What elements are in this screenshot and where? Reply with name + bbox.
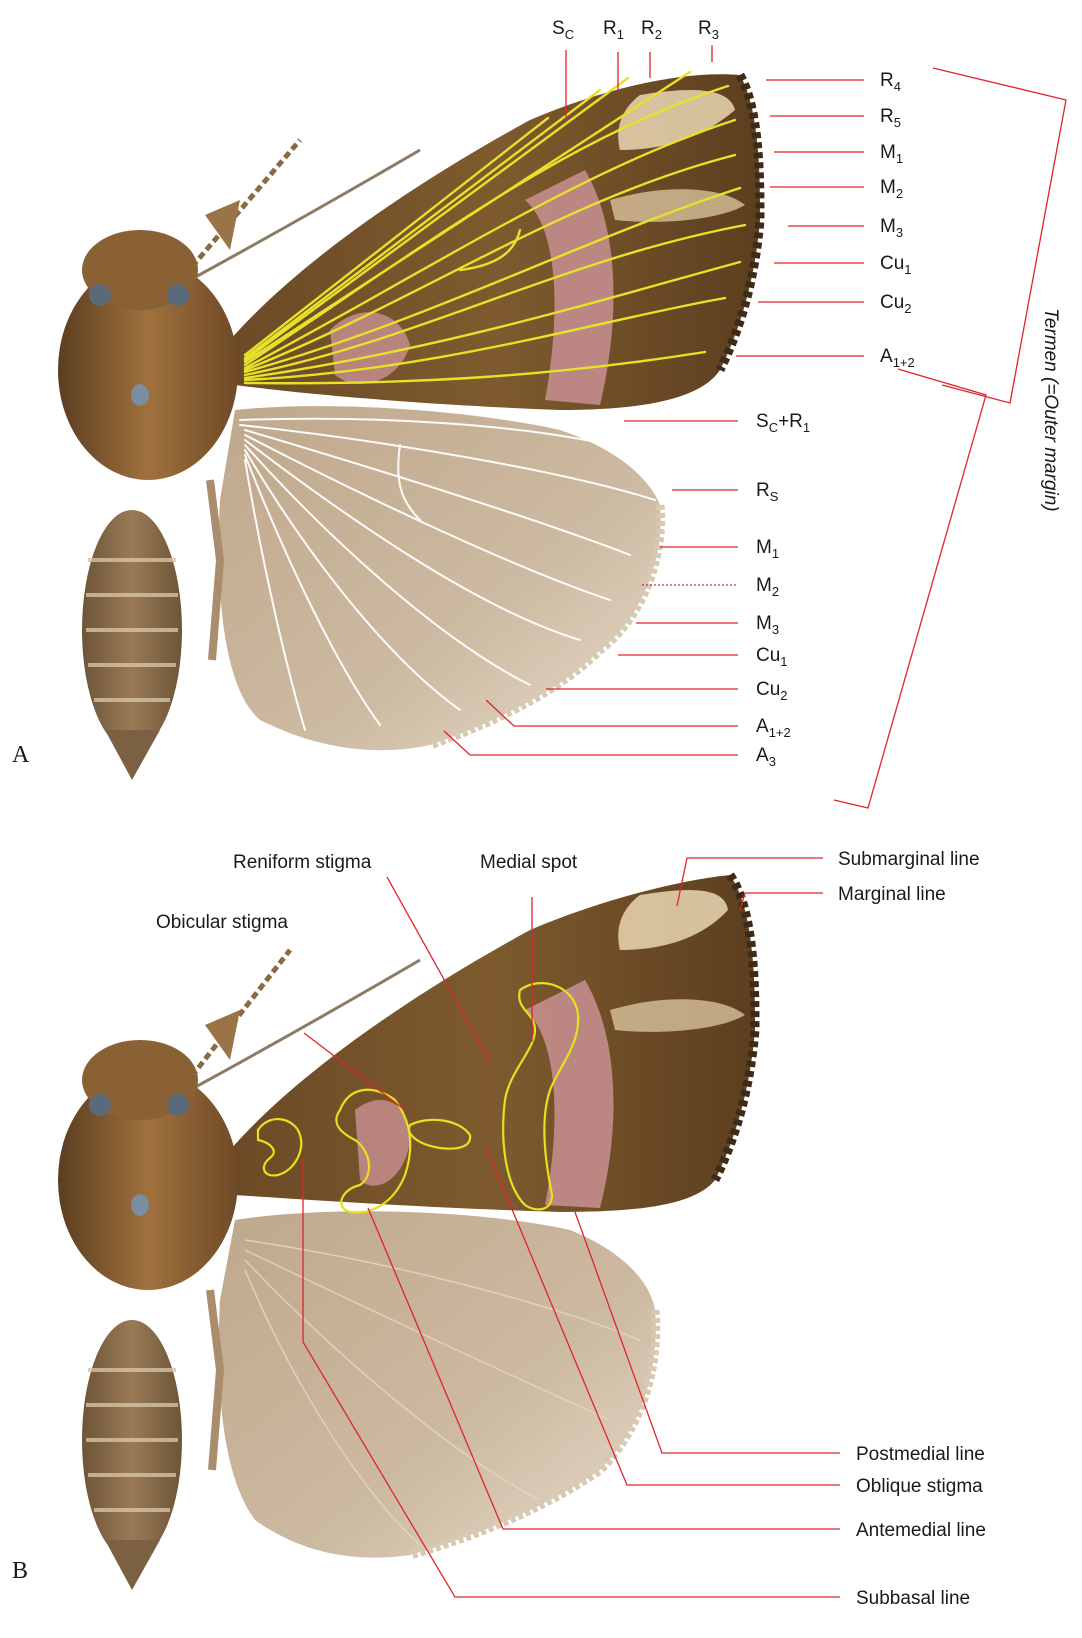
hindwing [219, 1211, 656, 1557]
vein-label-hw-cu2: Cu2 [756, 679, 788, 703]
vein-label-hw-cu1: Cu1 [756, 645, 788, 669]
vein-label-r4: R4 [880, 70, 901, 94]
label-marginal-line: Marginal line [838, 884, 946, 905]
labial-palp [205, 200, 240, 250]
top-vein-labels: SC R1 R2 R3 [552, 18, 719, 42]
vein-label-rs: RS [756, 480, 779, 504]
vein-label-r3: R3 [698, 18, 719, 42]
vein-label-hw-a1-2: A1+2 [756, 716, 791, 740]
abdomen-tip [105, 1540, 160, 1590]
abdomen-tip [105, 730, 160, 780]
label-subbasal-line: Subbasal line [856, 1588, 970, 1609]
vein-label-cu2: Cu2 [880, 292, 912, 316]
compound-eye [167, 1094, 189, 1116]
panel-a: SC R1 R2 R3 R4 R5 M1 M2 M3 Cu1 Cu2 A1+2 … [12, 18, 1066, 808]
thorax-spot [131, 1194, 149, 1216]
panel-b: Reniform stigma Medial spot Obicular sti… [12, 849, 986, 1609]
vein-label-r5: R5 [880, 106, 901, 130]
vein-label-hw-m1: M1 [756, 537, 779, 561]
compound-eye [167, 284, 189, 306]
vein-label-sc-r1: SC+R1 [756, 411, 810, 435]
vein-label-r2: R2 [641, 18, 662, 42]
panel-label-b: B [12, 1558, 28, 1584]
compound-eye [89, 1094, 111, 1116]
label-medial-spot: Medial spot [480, 852, 578, 873]
vein-label-hw-m3: M3 [756, 613, 779, 637]
vein-label-hw-m2: M2 [756, 575, 779, 599]
hindwing [219, 406, 661, 750]
label-orbicular-stigma: Obicular stigma [156, 912, 288, 933]
label-antemedial-line: Antemedial line [856, 1520, 986, 1541]
hindwing-vein-labels: SC+R1 RS M1 M2 M3 Cu1 Cu2 A1+2 A3 [756, 411, 810, 769]
label-oblique-stigma: Oblique stigma [856, 1476, 983, 1497]
vein-label-m2: M2 [880, 177, 903, 201]
termen-label: Termen (=Outer margin) [1040, 308, 1061, 512]
compound-eye [89, 284, 111, 306]
label-reniform-stigma: Reniform stigma [233, 852, 372, 873]
vein-label-m1: M1 [880, 142, 903, 166]
vein-label-a1-2: A1+2 [880, 346, 915, 370]
vein-label-cu1: Cu1 [880, 253, 912, 277]
front-leg [210, 1290, 220, 1470]
thorax-spot [131, 384, 149, 406]
panel-label-a: A [12, 742, 30, 768]
labial-palp [205, 1010, 240, 1060]
front-leg [210, 480, 220, 660]
label-postmedial-line: Postmedial line [856, 1444, 985, 1465]
forewing-vein-labels: R4 R5 M1 M2 M3 Cu1 Cu2 A1+2 [880, 70, 915, 370]
vein-label-hw-a3: A3 [756, 745, 776, 769]
antenna [185, 140, 300, 275]
vein-label-m3: M3 [880, 216, 903, 240]
label-submarginal-line: Submarginal line [838, 849, 980, 870]
vein-label-r1: R1 [603, 18, 624, 42]
vein-label-sc: SC [552, 18, 574, 42]
